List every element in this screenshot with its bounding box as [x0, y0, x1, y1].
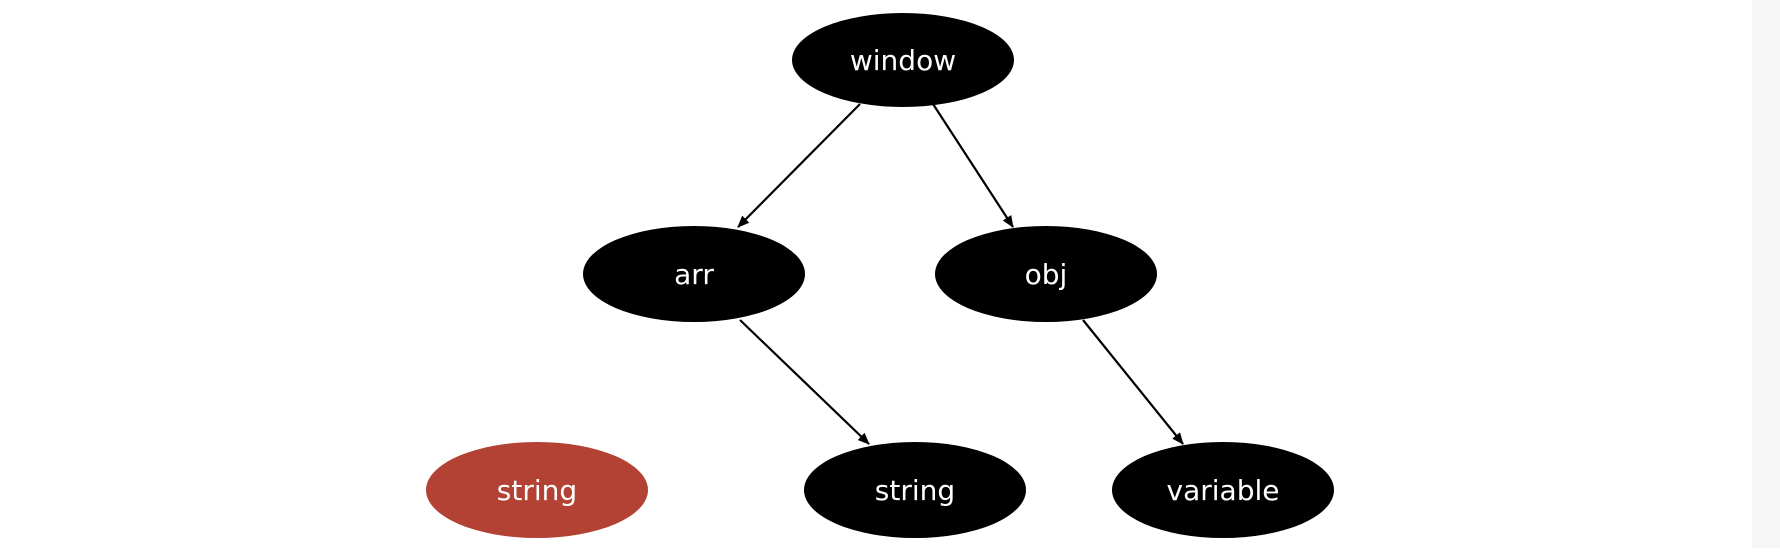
node-arr-shape: [583, 226, 805, 322]
node-obj-label: obj: [1025, 258, 1068, 291]
node-detached-string-label: string: [497, 474, 577, 507]
node-obj: obj: [935, 226, 1157, 322]
node-arr-string-label: string: [875, 474, 955, 507]
node-arr: arr: [583, 226, 805, 322]
edge-window-arr: [737, 103, 861, 228]
node-obj-variable: variable: [1112, 442, 1334, 538]
node-window-shape: [792, 13, 1014, 107]
node-obj-shape: [935, 226, 1157, 322]
page-edge-strip: [1752, 0, 1780, 548]
node-obj-variable-shape: [1112, 442, 1334, 538]
node-arr-string: string: [804, 442, 1026, 538]
node-window-label: window: [850, 44, 956, 77]
node-arr-label: arr: [674, 258, 714, 291]
node-detached-string: string: [426, 442, 648, 538]
node-arr-string-shape: [804, 442, 1026, 538]
edge-arr-string: [739, 319, 870, 445]
edge-obj-variable: [1082, 319, 1184, 445]
edge-window-obj: [932, 103, 1014, 228]
node-obj-variable-label: variable: [1167, 474, 1280, 507]
node-window: window: [792, 13, 1014, 107]
node-detached-string-shape: [426, 442, 648, 538]
